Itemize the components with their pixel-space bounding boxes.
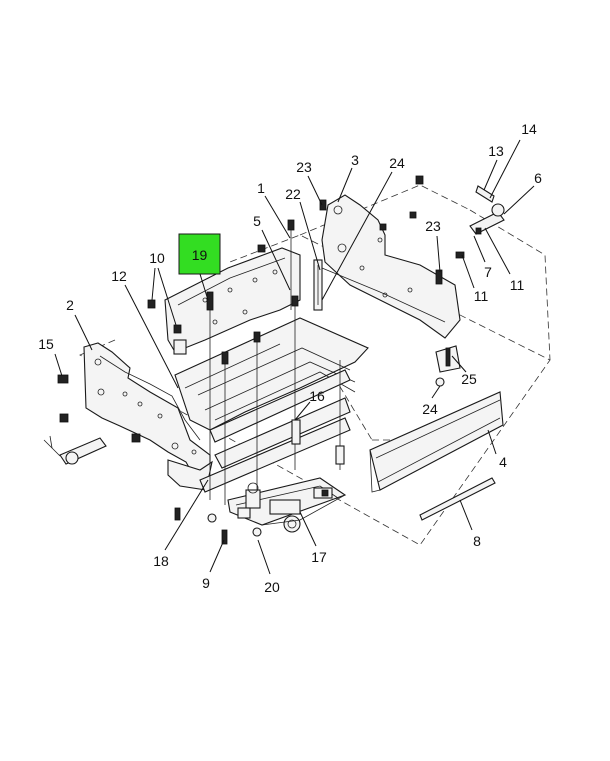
callout-17: 17 — [311, 549, 327, 565]
callouts: 1 2 3 4 5 6 7 8 9 10 11 11 12 13 14 15 1… — [38, 121, 542, 595]
callout-23b: 23 — [425, 218, 441, 234]
callout-24b: 24 — [422, 401, 438, 417]
leader-lines — [54, 139, 535, 575]
latch-handle — [43, 435, 107, 465]
right-bracket — [313, 175, 461, 339]
callout-3: 3 — [351, 152, 359, 168]
callout-22: 22 — [285, 186, 301, 202]
callout-13: 13 — [488, 143, 504, 159]
fasteners — [57, 244, 266, 545]
callout-1: 1 — [257, 180, 265, 196]
front-panel — [369, 391, 504, 493]
callout-5: 5 — [253, 213, 261, 229]
callout-19: 19 — [192, 247, 208, 263]
callout-24a: 24 — [389, 155, 405, 171]
callout-7: 7 — [484, 264, 492, 280]
callout-18: 18 — [153, 553, 169, 569]
hinge-hardware — [455, 185, 505, 259]
floor-tray — [174, 317, 369, 493]
callout-2: 2 — [66, 297, 74, 313]
callout-16: 16 — [309, 388, 325, 404]
callout-11a: 11 — [474, 288, 489, 304]
callout-10: 10 — [149, 250, 165, 266]
studs — [206, 219, 345, 520]
strip — [419, 477, 496, 521]
clip — [435, 345, 461, 387]
callout-6: 6 — [534, 170, 542, 186]
callout-15: 15 — [38, 336, 54, 352]
callout-4: 4 — [499, 454, 507, 470]
callout-14: 14 — [521, 121, 537, 137]
callout-11b: 11 — [510, 277, 525, 293]
callout-8: 8 — [473, 533, 481, 549]
highlight-19: 19 — [178, 233, 221, 301]
callout-9: 9 — [202, 575, 210, 591]
callout-20: 20 — [264, 579, 280, 595]
bottom-base — [227, 477, 347, 533]
callout-23a: 23 — [296, 159, 312, 175]
rear-plate — [164, 247, 301, 355]
callout-25: 25 — [461, 371, 477, 387]
callout-12: 12 — [111, 268, 127, 284]
